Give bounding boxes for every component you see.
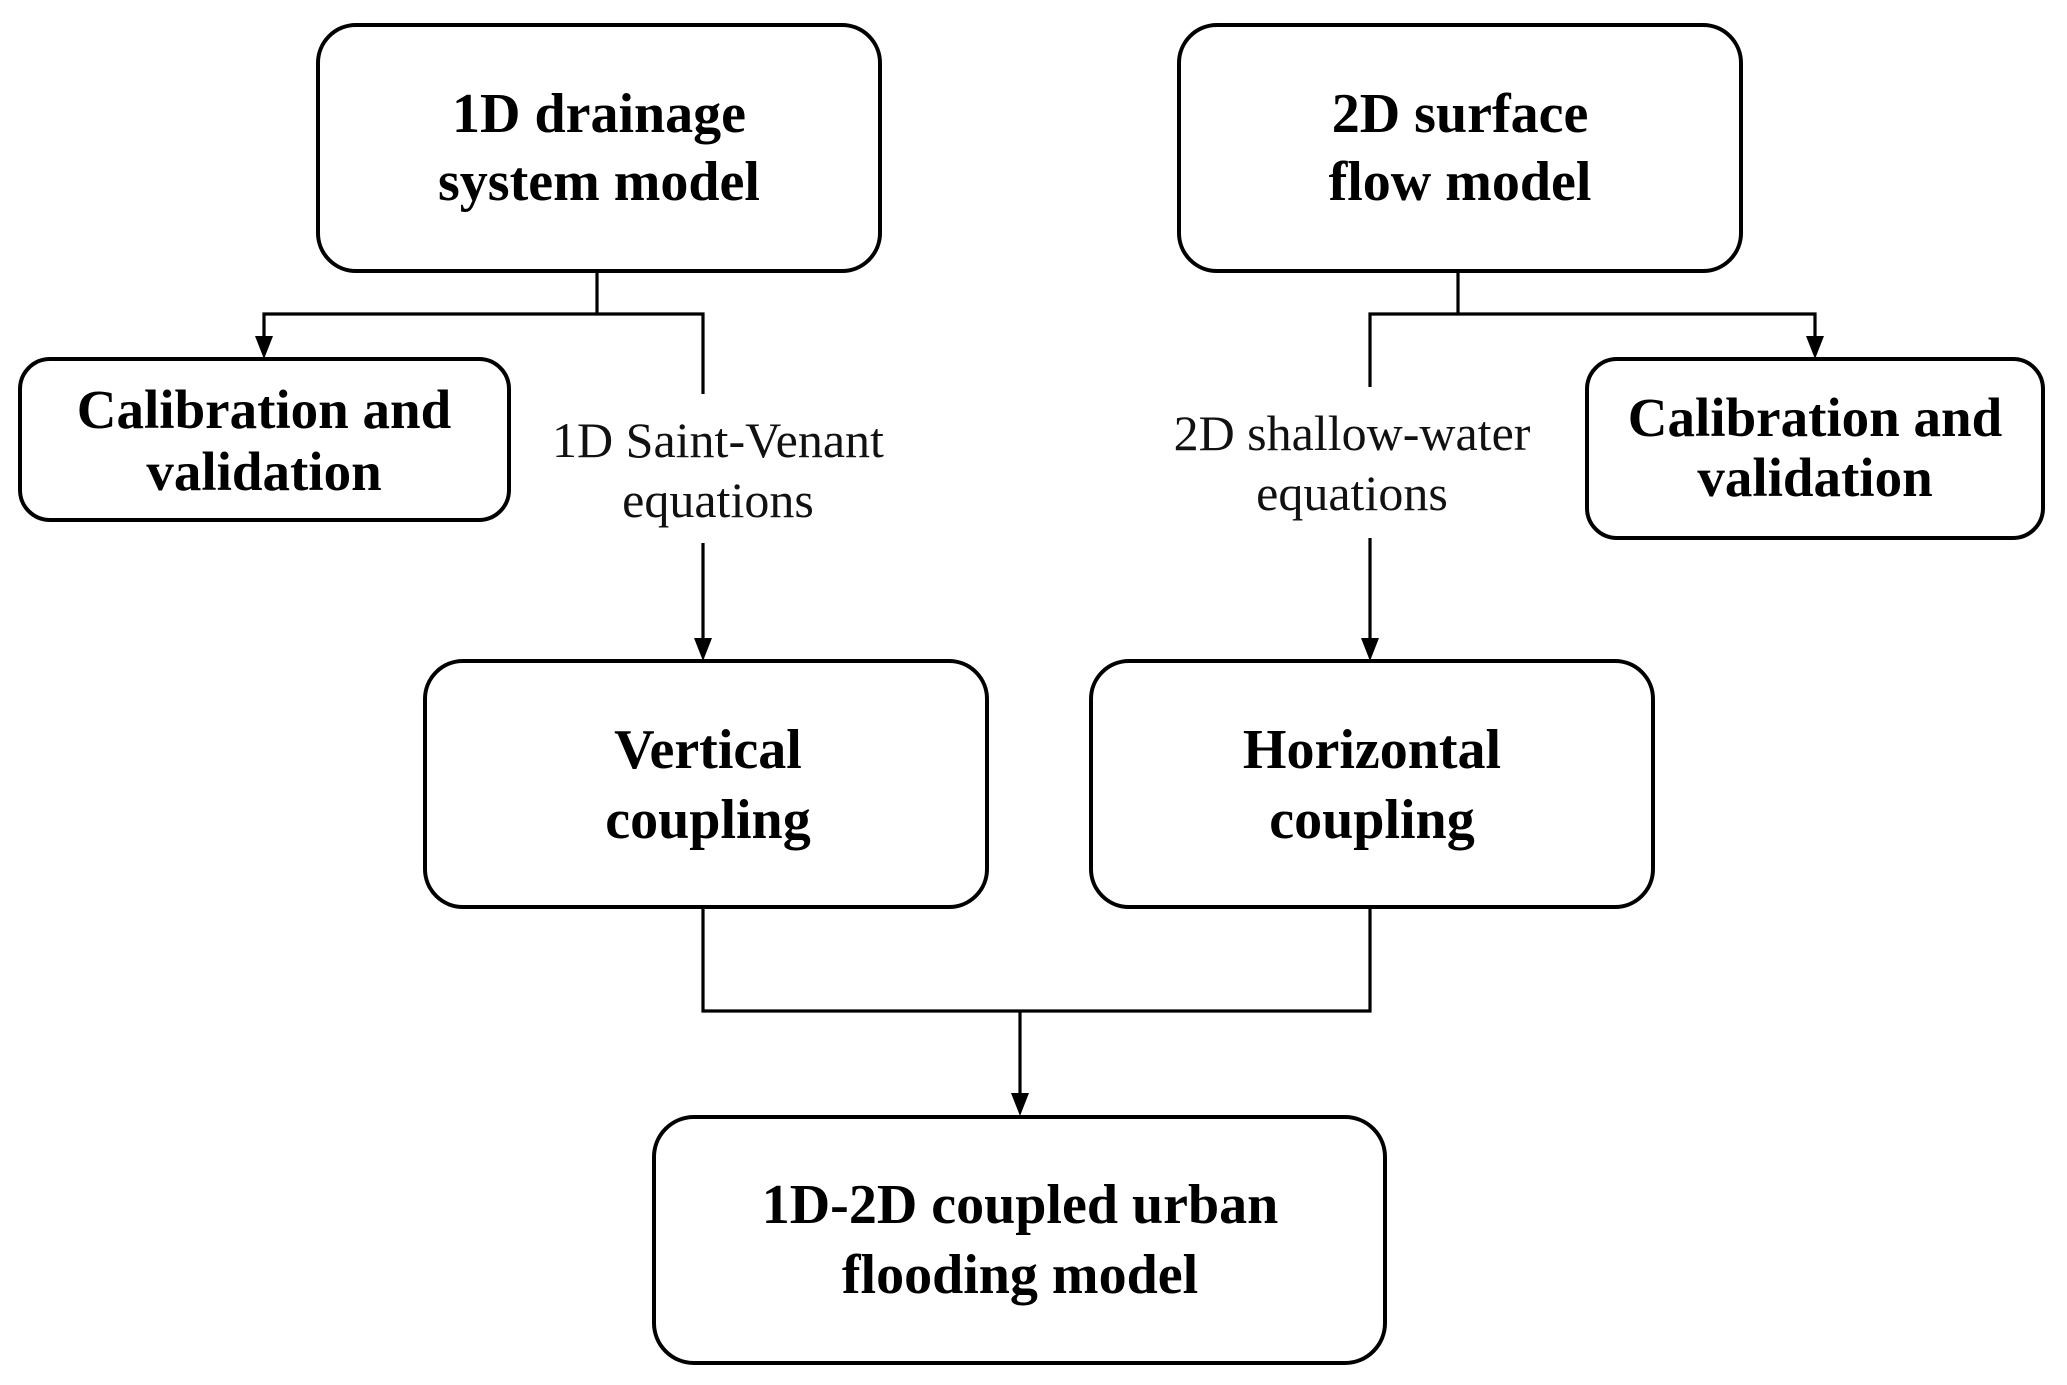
arrowhead-horizontal-coupling xyxy=(1361,638,1379,661)
node-label-line: validation xyxy=(146,441,381,502)
connector-surface-to-calibration-right xyxy=(1458,312,1817,340)
node-label-line: Calibration and xyxy=(1628,387,2002,448)
node-drainage-model: 1D drainage system model xyxy=(316,23,882,273)
node-box xyxy=(652,1115,1387,1365)
node-box xyxy=(1585,357,2045,540)
edge-label-saint-venant: 1D Saint-Venant equations xyxy=(552,412,884,528)
connector-drainage-to-calibration-left xyxy=(262,312,597,340)
edge-label-line: equations xyxy=(622,472,814,528)
arrowhead-vertical-coupling xyxy=(694,638,712,661)
edge-label-line: equations xyxy=(1256,465,1448,521)
node-surface-model: 2D surface flow model xyxy=(1177,23,1743,273)
node-label-line: 1D-2D coupled urban xyxy=(762,1174,1279,1236)
arrowhead-coupled-model xyxy=(1011,1093,1029,1116)
edge-label-shallow-water: 2D shallow-water equations xyxy=(1174,405,1531,521)
connector-surface-to-label xyxy=(1368,312,1458,387)
edge-label-line: 1D Saint-Venant xyxy=(552,412,884,468)
connectors xyxy=(255,271,1824,1116)
node-label-line: Calibration and xyxy=(77,379,451,440)
node-box xyxy=(423,659,989,909)
arrowhead-calibration-left xyxy=(255,336,273,359)
node-box xyxy=(1177,23,1743,273)
node-box xyxy=(316,23,882,273)
node-label-line: coupling xyxy=(1269,789,1474,851)
connector-drainage-to-label xyxy=(597,312,705,394)
edge-label-line: 2D shallow-water xyxy=(1174,405,1531,461)
node-label-line: coupling xyxy=(605,789,810,851)
node-calibration-left: Calibration and validation xyxy=(18,357,511,522)
node-label-line: 1D drainage xyxy=(452,83,746,145)
node-coupled-model: 1D-2D coupled urban flooding model xyxy=(652,1115,1387,1365)
node-box xyxy=(1089,659,1655,909)
arrowhead-calibration-right xyxy=(1806,336,1824,359)
node-label-line: flow model xyxy=(1329,151,1592,213)
node-vertical-coupling: Vertical coupling xyxy=(423,659,989,909)
node-label-line: flooding model xyxy=(842,1244,1198,1306)
node-box xyxy=(18,357,511,522)
node-label-line: Horizontal xyxy=(1243,719,1501,781)
node-label-line: validation xyxy=(1697,447,1932,508)
node-label-line: 2D surface xyxy=(1332,83,1589,145)
node-calibration-right: Calibration and validation xyxy=(1585,357,2045,540)
node-label-line: system model xyxy=(438,151,760,213)
node-horizontal-coupling: Horizontal coupling xyxy=(1089,659,1655,909)
connector-merge xyxy=(701,907,1372,1013)
node-label-line: Vertical xyxy=(614,719,802,781)
